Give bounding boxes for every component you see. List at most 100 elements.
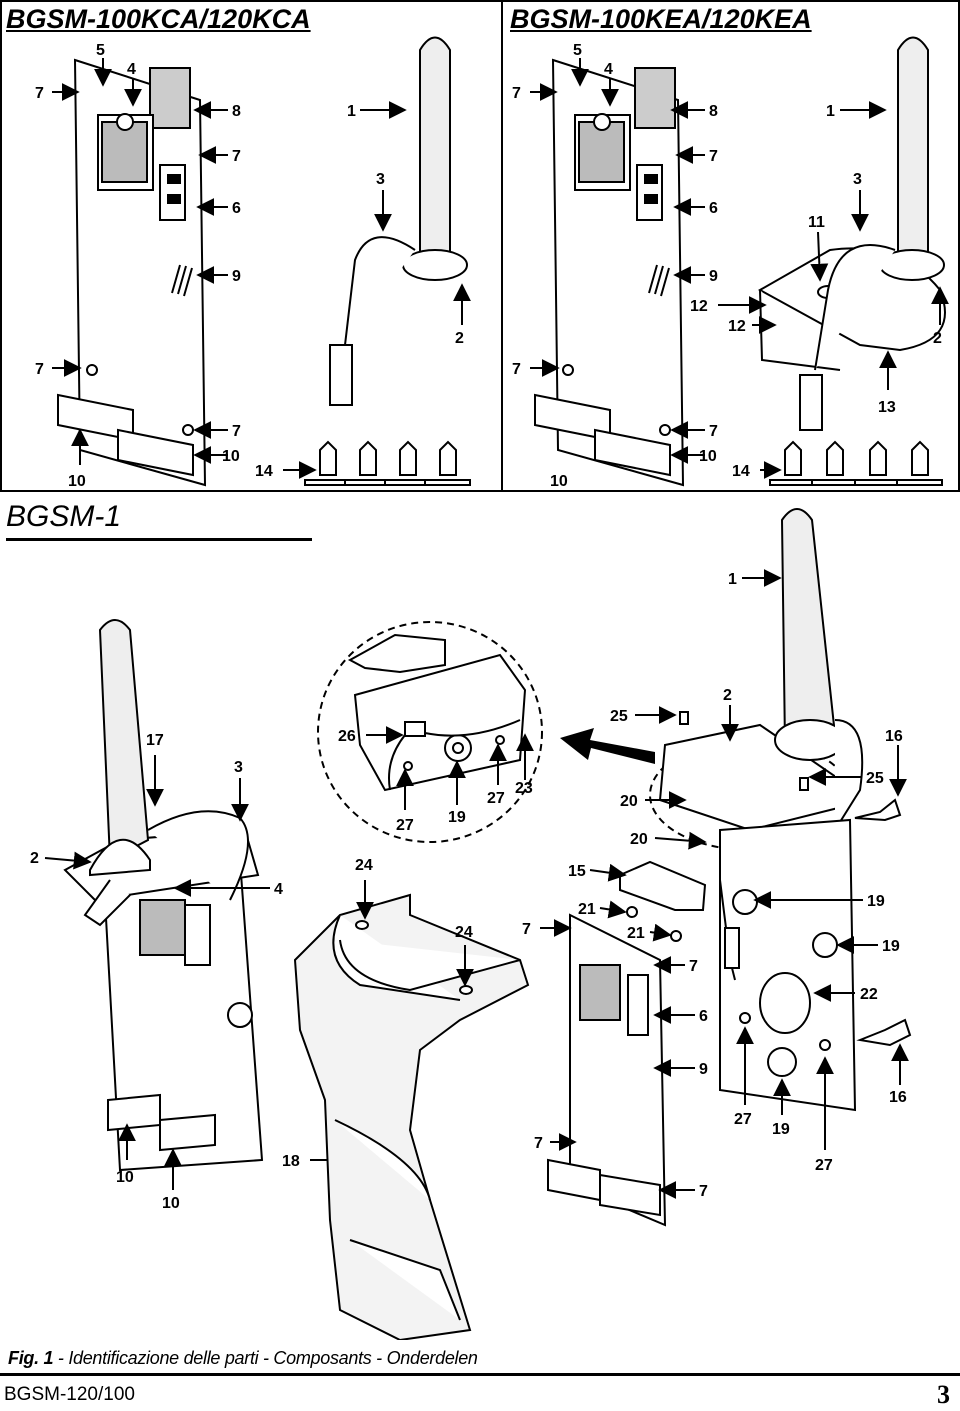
left-callout-label: 2	[30, 850, 39, 867]
kca-antenna-drawing	[329, 36, 468, 406]
kca-callout-label: 7	[232, 148, 241, 165]
kea-callout-label: 6	[709, 200, 718, 217]
kea-callout-label: 7	[709, 148, 718, 165]
kca-callout-label: 14	[255, 463, 273, 480]
right-callout-label: 25	[866, 770, 884, 787]
right-callout-labels: 1 2 25 16 25 20 20 15 21 21 7 19 19 22 7…	[522, 571, 907, 1200]
housing-cover-drawing	[293, 893, 530, 1340]
right-callout-label: 7	[522, 921, 531, 938]
right-callout-label: 19	[882, 938, 900, 955]
left-callout-label: 10	[162, 1195, 180, 1212]
zoom-pointer-arrow	[560, 728, 655, 764]
right-callout-label: 19	[867, 893, 885, 910]
kca-callout-label: 8	[232, 103, 241, 120]
right-callout-label: 2	[723, 687, 732, 704]
right-callout-label: 7	[699, 1183, 708, 1200]
footer-divider	[0, 1373, 960, 1376]
bgsm1-callout-labels: 17 3 2 4 10 10 18	[30, 732, 300, 1212]
right-callout-label: 9	[699, 1061, 708, 1078]
bgsm1-assembled-board-drawing	[63, 619, 264, 1172]
zoom-callout-label: 27	[487, 790, 505, 807]
right-callout-label: 20	[620, 793, 638, 810]
zoom-callout-label: 23	[515, 780, 533, 797]
kca-callout-arrows	[52, 58, 471, 479]
right-callout-label: 7	[534, 1135, 543, 1152]
left-callout-label: 18	[282, 1153, 300, 1170]
right-callout-label: 16	[889, 1089, 907, 1106]
kea-callout-label: 7	[709, 423, 718, 440]
kca-pcb-drawing	[57, 58, 207, 487]
kea-antenna-bracket-drawing	[757, 36, 946, 431]
zoom-callout-label: 19	[448, 809, 466, 826]
kca-callout-label: 7	[232, 423, 241, 440]
exploded-parts-diagram: 7 5 4 8 1 7 3 6 9 2 7 7 10 10 14	[30, 36, 949, 1340]
kea-callout-label: 13	[878, 399, 896, 416]
figure-caption: Fig. 1 - Identificazione delle parti - C…	[8, 1348, 478, 1369]
panel-kea-frame	[501, 0, 960, 492]
left-callout-label: 10	[116, 1169, 134, 1186]
right-callout-label: 20	[630, 831, 648, 848]
kea-callout-label: 12	[690, 298, 708, 315]
kea-callout-labels: 7 5 4 8 1 7 3 6 11 9 12 12 2 7 13 7 10 1…	[512, 42, 942, 490]
zoom-callout-arrows	[356, 726, 534, 987]
kea-callout-label: 11	[808, 214, 825, 231]
kca-spacers-drawing	[304, 440, 471, 486]
kca-callout-label: 9	[232, 268, 241, 285]
kea-callout-label: 8	[709, 103, 718, 120]
kca-callout-label: 2	[455, 330, 464, 347]
right-callout-label: 7	[689, 958, 698, 975]
kea-pcb-drawing	[534, 58, 685, 487]
right-callout-arrows	[540, 569, 909, 1199]
kea-callout-label: 4	[604, 61, 613, 78]
right-callout-label: 6	[699, 1008, 708, 1025]
kea-callout-label: 10	[699, 448, 717, 465]
right-callout-label: 21	[578, 901, 596, 918]
panel-title-kca: BGSM-100KCA/120KCA	[6, 4, 311, 34]
kca-callout-label: 6	[232, 200, 241, 217]
kca-callout-label: 5	[96, 42, 105, 59]
zoom-callout-labels: 26 27 19 27 23 24 24	[338, 728, 533, 941]
panel-title-bgsm1: BGSM-1	[6, 500, 122, 533]
zoom-callout-label: 27	[396, 817, 414, 834]
kea-callout-label: 7	[512, 85, 521, 102]
kea-callout-label: 14	[732, 463, 750, 480]
left-callout-label: 4	[274, 881, 283, 898]
left-callout-label: 3	[234, 759, 243, 776]
right-assembly-drawing	[547, 508, 912, 1227]
bgsm1-title-underline	[6, 538, 312, 541]
kea-spacers-drawing	[769, 440, 943, 486]
kea-callout-label: 2	[933, 330, 942, 347]
kca-callout-label: 7	[35, 361, 44, 378]
kca-callout-labels: 7 5 4 8 1 7 3 6 9 2 7 7 10 10 14	[35, 42, 464, 490]
kea-callout-label: 9	[709, 268, 718, 285]
right-callout-label: 21	[627, 925, 645, 942]
figure-number: Fig. 1	[8, 1348, 54, 1368]
kca-callout-label: 4	[127, 61, 136, 78]
kea-callout-label: 10	[550, 473, 568, 490]
figure-caption-text: - Identificazione delle parti - Composan…	[53, 1348, 478, 1368]
kca-callout-label: 3	[376, 171, 385, 188]
right-callout-label: 1	[728, 571, 737, 588]
right-callout-label: 25	[610, 708, 628, 725]
kea-callout-label: 1	[826, 103, 835, 120]
kea-callout-label: 7	[512, 361, 521, 378]
zoom-callout-label: 24	[355, 857, 373, 874]
kea-callout-label: 12	[728, 318, 746, 335]
kca-callout-label: 7	[35, 85, 44, 102]
zoom-callout-label: 24	[455, 924, 473, 941]
right-callout-label: 27	[815, 1157, 833, 1174]
kca-callout-label: 10	[222, 448, 240, 465]
kca-callout-label: 10	[68, 473, 86, 490]
kca-callout-label: 1	[347, 103, 356, 120]
footer-model: BGSM-120/100	[4, 1384, 135, 1405]
zoom-detail-drawing	[317, 621, 543, 843]
panel-title-kea: BGSM-100KEA/120KEA	[510, 4, 812, 34]
kea-callout-label: 5	[573, 42, 582, 59]
right-callout-label: 27	[734, 1111, 752, 1128]
right-callout-label: 22	[860, 986, 878, 1003]
kea-callout-arrows	[530, 58, 949, 479]
kea-callout-label: 3	[853, 171, 862, 188]
page-number: 3	[937, 1380, 950, 1409]
left-callout-label: 17	[146, 732, 164, 749]
right-callout-label: 16	[885, 728, 903, 745]
